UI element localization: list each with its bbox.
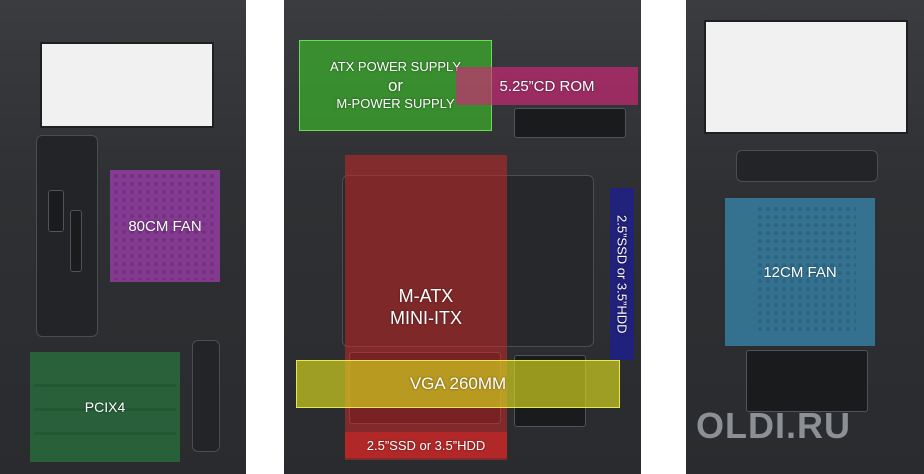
motherboard-overlay: M-ATX MINI-ITX: [345, 155, 507, 460]
bottom-drive-overlay: 2.5”SSD or 3.5”HDD: [345, 432, 507, 458]
rear-io-plate: [36, 135, 98, 337]
psu-label-or: or: [387, 75, 404, 95]
cdrom-label: 5.25”CD ROM: [499, 77, 595, 95]
front-bracket: [746, 350, 868, 412]
pci-slots-label: PCIX4: [84, 399, 126, 415]
bottom-drive-label: 2.5”SSD or 3.5”HDD: [366, 437, 486, 453]
rear-io-slot: [48, 190, 64, 232]
psu-label-atx: ATX POWER SUPPLY: [330, 58, 461, 74]
psu-label-mpower: M-POWER SUPPLY: [336, 96, 455, 112]
pci-slots-overlay: PCIX4: [30, 352, 180, 462]
front-drive-cage: [736, 150, 878, 182]
cdrom-bay-overlay: 5.25”CD ROM: [456, 67, 638, 105]
side-drive-label: 2.5”SSD or 3.5”HDD: [614, 214, 630, 334]
side-drive-overlay: 2.5”SSD or 3.5”HDD: [610, 188, 634, 360]
fan-120-label: 12CM FAN: [763, 263, 837, 281]
fan-80-label: 80CM FAN: [128, 217, 202, 235]
vga-label: VGA 260MM: [409, 374, 507, 393]
rear-io-slot: [70, 210, 82, 272]
fan-80-overlay: 80CM FAN: [110, 170, 220, 282]
rear-psu-cutout: [40, 42, 214, 128]
front-top-cutout: [704, 20, 908, 134]
watermark-logo: OLDI.RU: [696, 405, 851, 446]
drive-bay-rail: [514, 108, 626, 138]
fan-120-overlay: 12CM FAN: [725, 198, 875, 346]
rear-side-bracket: [192, 340, 220, 452]
psu-bay-overlay: ATX POWER SUPPLY or M-POWER SUPPLY: [299, 40, 492, 131]
vga-overlay: VGA 260MM: [296, 360, 620, 408]
motherboard-label-matx: M-ATX: [398, 285, 454, 306]
motherboard-label-itx: MINI-ITX: [390, 307, 462, 328]
